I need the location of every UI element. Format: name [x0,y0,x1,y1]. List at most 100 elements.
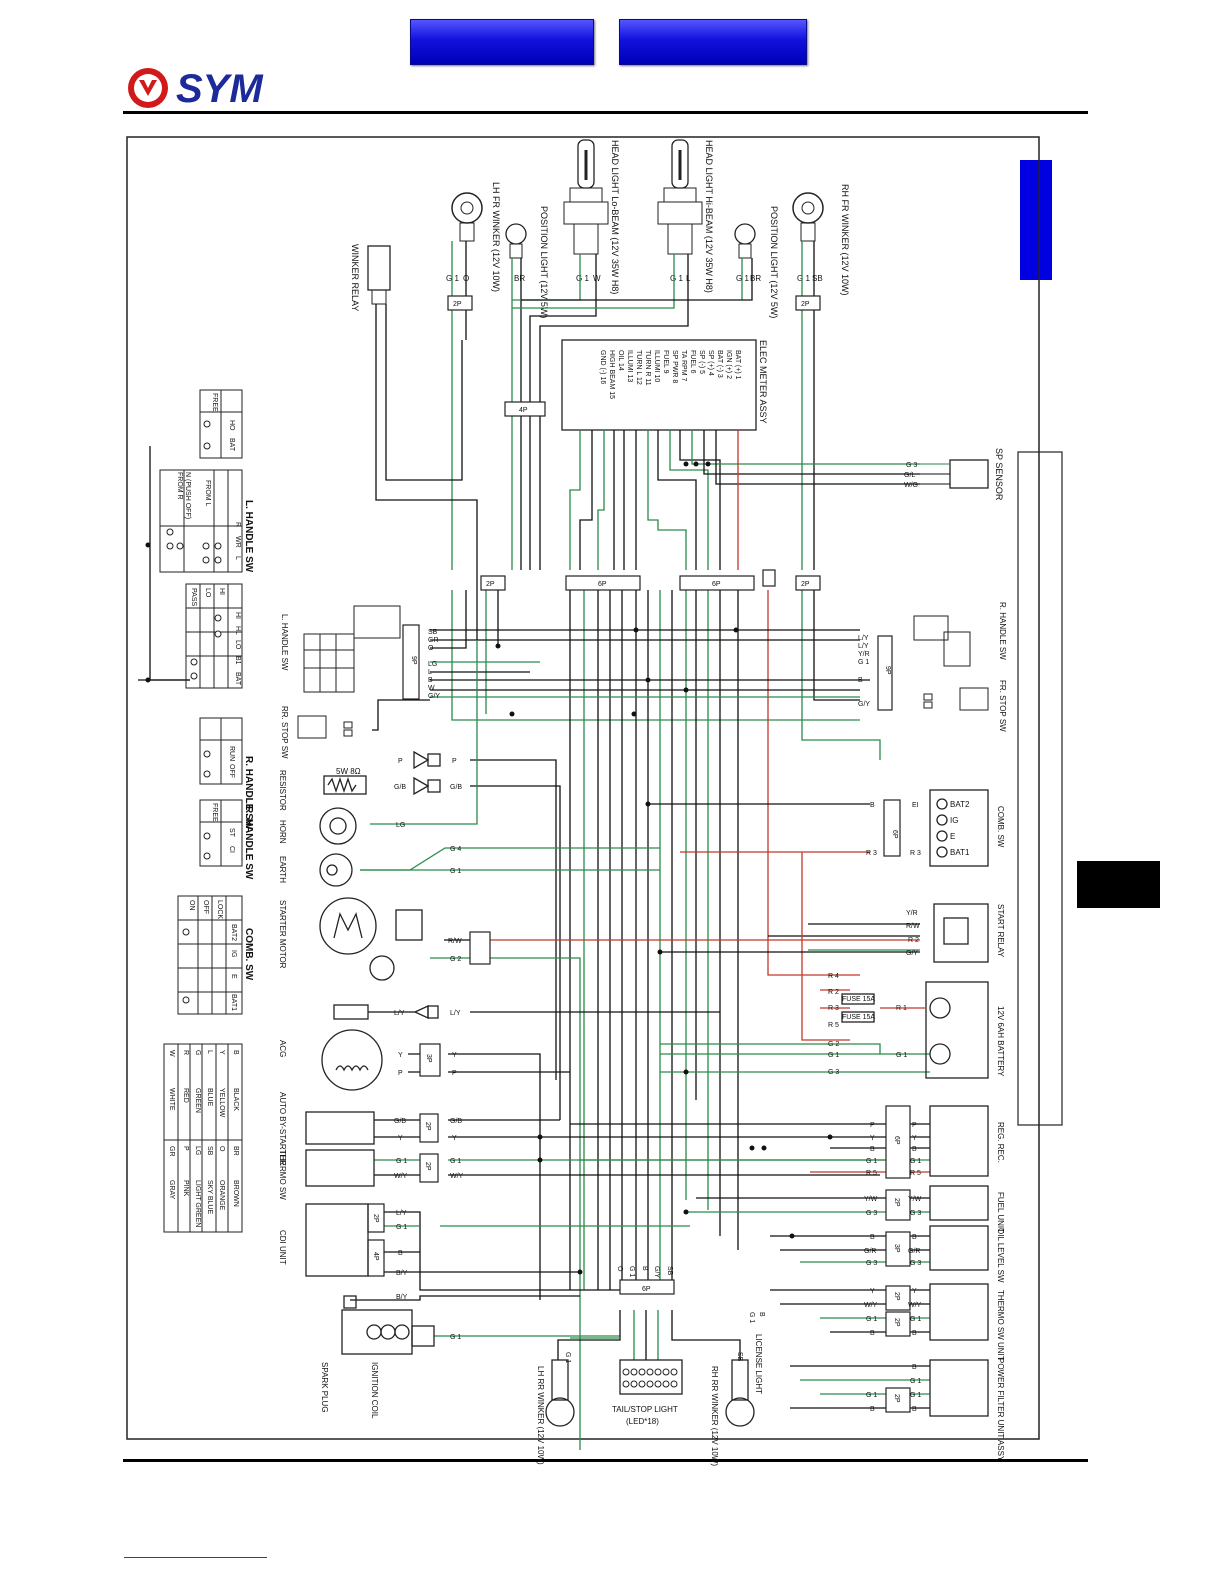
wire-label: B [858,677,863,684]
meter-pin: SP (+) 4 [707,350,714,376]
connector-label: 4P [372,1252,379,1261]
table-col: LO [234,640,241,650]
header-rule [123,111,1088,114]
connector-label: 6P [642,1286,651,1293]
color-legend-text: B BLACK BR BROWN Y YELLOW O ORANGE L BLU… [168,1050,239,1227]
switch-table-text: HO BAT FREE R WR L FROM L N (PUSH OFF) F… [176,393,241,1011]
legend-name: WHITE [168,1088,175,1111]
tail-led-array [622,1368,678,1388]
wire-label: W [428,685,435,692]
wire-label: G 1 [576,274,589,283]
table-row: HI [218,588,225,595]
wire-label: G 3 [828,1069,839,1076]
wire-label: R 3 [910,850,921,857]
meter-pin: TURN R 11 [644,350,651,386]
wire-label: L/Y [450,1010,461,1017]
table-row: OFF [202,900,209,914]
wire-label: G 2 [828,1041,839,1048]
license-light-label: LICENSE LIGHT [754,1334,763,1394]
top-wire-labels: G 1 O BR G 1 W G 1 L G 1 BR G 1 SB [446,274,823,283]
next-page-button[interactable] [619,19,807,65]
table-row: LOCK [216,900,223,919]
footer-rule [123,1459,1088,1462]
table-col: B1 [234,656,241,665]
connector-label: 2P [424,1162,431,1171]
connector-label: 3P [893,1244,900,1253]
connector-label: 2P [424,1122,431,1131]
legend-name: BROWN [232,1180,239,1207]
table-col: ST [228,828,235,838]
position-light-r-label: POSITION LIGHT (12V 5W) [769,206,779,318]
ig-label: IG [950,816,958,825]
wire-label: G 1 [446,274,459,283]
battery-bus-box [1017,451,1063,1126]
horn-label: HORN [278,820,287,844]
right-components [841,789,989,1417]
connector-label: 2P [893,1198,900,1207]
connector-label: 9P [884,666,891,675]
power-filter-label: POWER FILTER UNIT ASSY [996,1358,1005,1462]
footer-link-line[interactable] [124,1557,267,1558]
wire-label: G/Y [428,693,440,700]
meter-pin: ILLUMI 10 [653,350,660,382]
diagram-frame [126,136,1040,1440]
fuse1-label: FUSE 15A [842,996,875,1003]
meter-pin: BAT (+) 1 [734,350,741,380]
wire-label: G 1 [896,1052,907,1059]
wire-label: G 1 [910,1158,921,1165]
wire-label: W/Y [864,1302,878,1309]
table-col: CI [228,846,235,853]
acg-label: ACG [278,1040,287,1057]
left-side-wire-labels: P P G/B G/B LG G 4 G 1 R/W G 2 L/Y L/Y Y… [394,758,464,1341]
r-handle-sw-start-label: R. HANDLE SW [243,806,254,880]
wire-label: L/Y [858,643,869,650]
legend-code: GR [168,1146,175,1157]
wire-label: G 1 [748,1312,755,1323]
headlight-hi-bulb [657,139,703,255]
wire-label: LG [428,661,437,668]
wire-label: B [912,1330,917,1337]
legend-name: GRAY [168,1180,175,1200]
fuel-unit-label: FUEL UNIT [996,1192,1005,1233]
meter-pin: SP (-) 5 [698,350,705,374]
chapter-tab[interactable] [1077,861,1160,908]
wire-label: R 4 [828,973,839,980]
r-handle-plug-label: R. HANDLE SW [998,602,1007,660]
wire-label: Y [912,1135,917,1142]
wire-label: G 3 [866,1260,877,1267]
wire-label: G/Y [858,701,870,708]
table-col: WR [234,536,241,548]
wire-label: Y/R [858,651,870,658]
wire-label: Y/W [864,1196,878,1203]
table-col: OFF [228,764,235,778]
meter-pin: IGN (+) 2 [725,350,732,379]
table-row: FROM R [176,472,183,500]
table-col: HL [234,626,241,635]
position-light-r-bulb [734,223,756,259]
legend-code: LG [194,1146,201,1155]
switch-contacts [166,420,222,1004]
wire-label: P [912,1122,917,1129]
wire-label: G 1 [866,1158,877,1165]
legend-code: B [232,1050,239,1055]
wire-label: W/Y [908,1302,922,1309]
meter-pin: FUEL 9 [662,350,669,374]
lh-fr-winker-label: LH FR WINKER (12V 10W) [491,182,501,292]
wire-label: P [398,1070,403,1077]
wire-label: G/R [908,1248,920,1255]
connector-label: 2P [893,1318,900,1327]
wire-label: G 1 [736,274,749,283]
position-light-l-bulb [505,223,527,259]
previous-page-button[interactable] [410,19,594,65]
handle-plug-wire-labels: SB GR O LG L B W G/Y L/Y L/Y Y/R G 1 B G… [428,629,870,708]
wire-label: B [912,1364,917,1371]
color-legend [163,1043,243,1233]
wire-label: R 3 [828,1005,839,1012]
battery-label: 12V 6AH BATTERY [996,1006,1005,1077]
section-tab[interactable] [1020,160,1052,280]
meter-pin: ILLUMI 13 [626,350,633,382]
wire-label: Y [452,1052,457,1059]
meter-pin: BAT (-) 3 [716,350,723,378]
wire-label: G 3 [866,1210,877,1217]
